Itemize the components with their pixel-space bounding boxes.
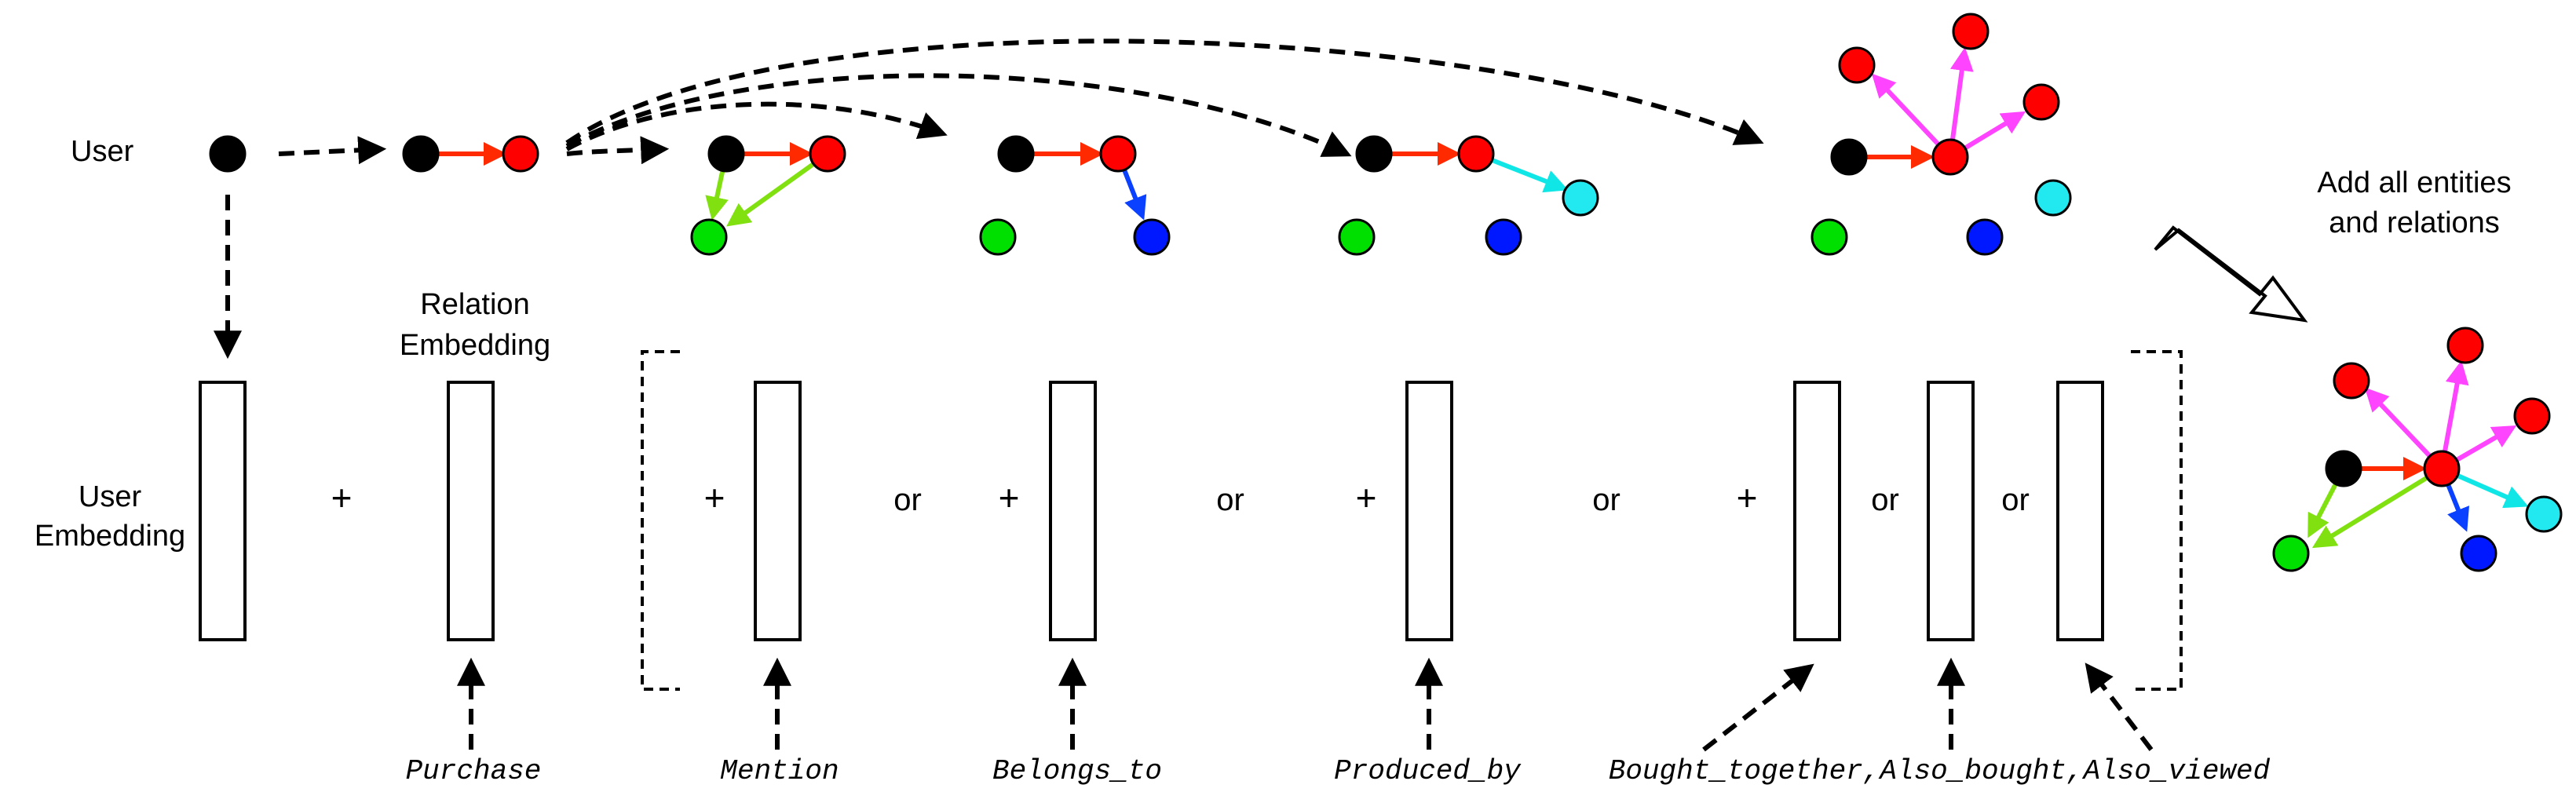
- word-node: [1338, 218, 1376, 256]
- category-node: [1485, 218, 1522, 256]
- dashed-arrow-to-produced-graph: [565, 73, 1352, 157]
- item-node: [1099, 135, 1137, 173]
- related-item-node: [1952, 13, 1990, 50]
- brand-node: [2034, 179, 2072, 217]
- plus-operator: +: [331, 477, 353, 518]
- user-embedding-label-line2: Embedding: [35, 520, 185, 553]
- item-node: [1931, 138, 1969, 176]
- relation-name-produced-by: Produced_by: [1334, 755, 1522, 787]
- dashed-arrow-to-related-graph: [565, 38, 1764, 145]
- relation-name-item-relations: Bought_together,Also_bought,Also_viewed: [1609, 755, 2271, 787]
- item-node: [1457, 135, 1495, 173]
- also-bought-relation-vector: [1927, 381, 1975, 641]
- user-embedding-label-line1: User: [79, 480, 142, 513]
- category-node: [1966, 218, 2004, 256]
- category-node: [2460, 535, 2497, 572]
- or-operator: or: [1871, 483, 1899, 517]
- user-node: [997, 135, 1035, 173]
- relation-name-purchase: Purchase: [406, 755, 542, 787]
- dashed-arrow-also-viewed: [2085, 662, 2154, 751]
- user-node: [1355, 135, 1393, 173]
- add-all-label-line1: Add all entities: [2317, 166, 2511, 199]
- item-node: [502, 135, 539, 173]
- category-node: [1133, 218, 1171, 256]
- relation-name-belongs-to: Belongs_to: [992, 755, 1162, 787]
- mention-edge: [2311, 466, 2443, 549]
- user-node: [402, 135, 440, 173]
- mention-relation-vector: [754, 381, 802, 641]
- word-node: [979, 218, 1017, 256]
- plus-operator: +: [704, 477, 725, 518]
- dashed-arrow-to-mention-graph: [566, 136, 670, 165]
- bought-together-relation-vector: [1793, 381, 1841, 641]
- related-item-node: [2513, 397, 2551, 435]
- add-all-label-line2: and relations: [2329, 206, 2500, 239]
- relation-embedding-label-line2: Embedding: [400, 329, 550, 362]
- related-item-node: [1838, 46, 1876, 84]
- word-node: [690, 218, 728, 256]
- left-bracket: [641, 350, 680, 691]
- belongs-to-relation-vector: [1049, 381, 1097, 641]
- purchase-relation-vector: [447, 381, 495, 641]
- plus-operator: +: [1356, 477, 1377, 518]
- related-item-node: [2333, 362, 2370, 400]
- item-node: [809, 135, 846, 173]
- plus-operator: +: [1737, 477, 1758, 518]
- user-node: [2325, 450, 2362, 487]
- or-operator: or: [893, 483, 922, 517]
- produced-by-relation-vector: [1405, 381, 1453, 641]
- right-bracket: [2131, 350, 2183, 691]
- dashed-arrow-to-purchase-graph: [278, 136, 387, 165]
- or-operator: or: [1216, 483, 1244, 517]
- plus-operator: +: [999, 477, 1020, 518]
- mention-edge: [726, 151, 829, 227]
- or-operator: or: [1592, 483, 1621, 517]
- brand-node: [1562, 179, 1599, 217]
- relation-embedding-label-line1: Relation: [420, 288, 529, 321]
- user-row-label: User: [71, 135, 134, 168]
- related-item-node: [2022, 83, 2060, 121]
- item-node: [2423, 450, 2461, 487]
- user-node: [1830, 138, 1868, 176]
- also-viewed-relation-vector: [2056, 381, 2104, 641]
- brand-node: [2525, 495, 2563, 533]
- related-item-node: [2446, 327, 2484, 364]
- user-node: [209, 135, 247, 173]
- word-node: [1811, 218, 1848, 256]
- hollow-arrow-icon: [2154, 225, 2308, 323]
- user-embedding-vector: [199, 381, 247, 641]
- dashed-arrow-bought-together: [1702, 663, 1814, 752]
- or-operator: or: [2001, 483, 2030, 517]
- user-node: [707, 135, 745, 173]
- relation-name-mention: Mention: [720, 755, 839, 787]
- dashed-arrow-to-belongs-graph: [565, 101, 948, 151]
- word-node: [2272, 535, 2310, 572]
